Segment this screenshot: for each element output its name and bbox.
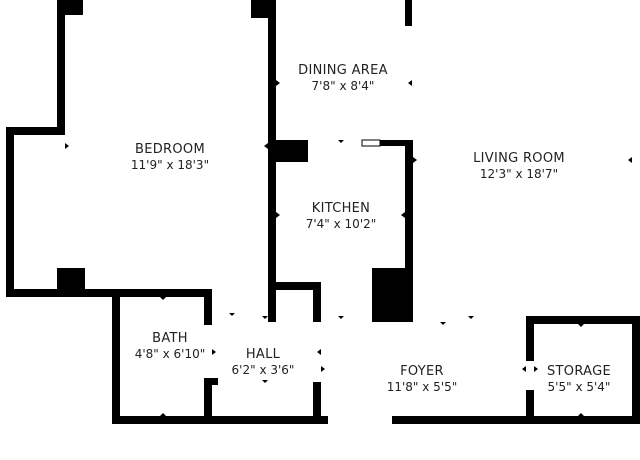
window <box>361 139 381 147</box>
kitchen-fridge <box>372 268 412 322</box>
wall-bedroom-left-upper <box>57 0 65 135</box>
room-dimensions: 7'4" x 10'2" <box>305 217 377 231</box>
room-label-foyer: FOYER 11'8" x 5'5" <box>387 364 458 395</box>
door-tick <box>401 212 405 218</box>
wall-bottom-right <box>392 416 640 424</box>
bath-door-stop <box>204 378 218 385</box>
door-tick <box>212 349 216 355</box>
door-tick <box>264 143 268 149</box>
wall-bedroom-right <box>268 0 276 322</box>
window-bar <box>380 140 413 146</box>
room-name: LIVING ROOM <box>473 151 565 166</box>
room-dimensions: 12'3" x 18'7" <box>479 167 559 181</box>
door-tick <box>276 212 280 218</box>
room-label-dining: DINING AREA 7'8" x 8'4" <box>298 63 388 94</box>
door-tick <box>338 316 344 319</box>
wall-bottom-left <box>112 416 328 424</box>
column-top-left <box>57 0 83 15</box>
room-name: BATH <box>152 331 188 346</box>
room-label-storage: STORAGE 5'5" x 5'4" <box>547 364 611 395</box>
wall-bath-left <box>112 289 120 424</box>
door-tick <box>534 366 538 372</box>
room-name: KITCHEN <box>311 201 371 216</box>
door-tick <box>408 80 412 86</box>
wall-bay-left <box>6 127 14 297</box>
room-dimensions: 4'8" x 6'10" <box>134 347 206 361</box>
walls <box>6 0 640 424</box>
wall-bath-right-upper <box>204 289 212 325</box>
kitchen-counter-top <box>276 140 308 162</box>
door-tick <box>578 324 584 327</box>
door-tick <box>262 316 268 319</box>
door-tick <box>276 80 280 86</box>
door-tick <box>65 143 69 149</box>
wall-bay-top <box>6 127 65 135</box>
door-tick <box>440 322 446 325</box>
room-dimensions: 7'8" x 8'4" <box>311 79 375 93</box>
door-tick <box>160 297 166 300</box>
room-name: BEDROOM <box>135 142 205 157</box>
wall-living-top-stub <box>405 0 412 26</box>
room-dimensions: 6'2" x 3'6" <box>231 363 295 377</box>
door-tick <box>578 413 584 416</box>
door-tick <box>338 140 344 143</box>
wall-storage-left-lower <box>526 390 534 424</box>
wall-kitchen-bottom-stub <box>313 282 321 322</box>
wall-storage-right <box>632 316 640 424</box>
room-dimensions: 5'5" x 5'4" <box>547 380 611 394</box>
door-tick <box>160 413 166 416</box>
room-dimensions: 11'8" x 5'5" <box>386 380 458 394</box>
room-label-bath: BATH 4'8" x 6'10" <box>135 331 206 362</box>
door-markers <box>65 80 632 416</box>
door-tick <box>229 313 235 316</box>
door-tick <box>321 366 325 372</box>
room-name: HALL <box>245 347 281 362</box>
room-label-kitchen: KITCHEN 7'4" x 10'2" <box>306 201 377 232</box>
wall-storage-left-upper <box>526 316 534 361</box>
room-label-bedroom: BEDROOM 11'9" x 18'3" <box>131 142 209 173</box>
door-tick <box>628 157 632 163</box>
room-label-hall: HALL 6'2" x 3'6" <box>232 347 295 378</box>
wall-kitchen-bottom-left <box>276 282 321 290</box>
room-name: DINING AREA <box>298 63 388 78</box>
wall-bay-bottom <box>6 289 64 297</box>
wall-bath-right-lower <box>204 378 212 424</box>
door-tick <box>468 316 474 319</box>
door-tick <box>522 366 526 372</box>
door-tick <box>317 349 321 355</box>
wall-hall-right-lower <box>313 382 321 424</box>
room-name: STORAGE <box>547 364 611 379</box>
room-name: FOYER <box>400 364 444 379</box>
room-dimensions: 11'9" x 18'3" <box>130 158 210 172</box>
wall-storage-top <box>526 316 640 324</box>
wall-kitchen-right <box>405 140 413 322</box>
door-tick <box>413 157 417 163</box>
room-label-living: LIVING ROOM 12'3" x 18'7" <box>473 151 565 182</box>
door-tick <box>262 380 268 383</box>
wall-bedroom-bottom <box>57 289 210 297</box>
